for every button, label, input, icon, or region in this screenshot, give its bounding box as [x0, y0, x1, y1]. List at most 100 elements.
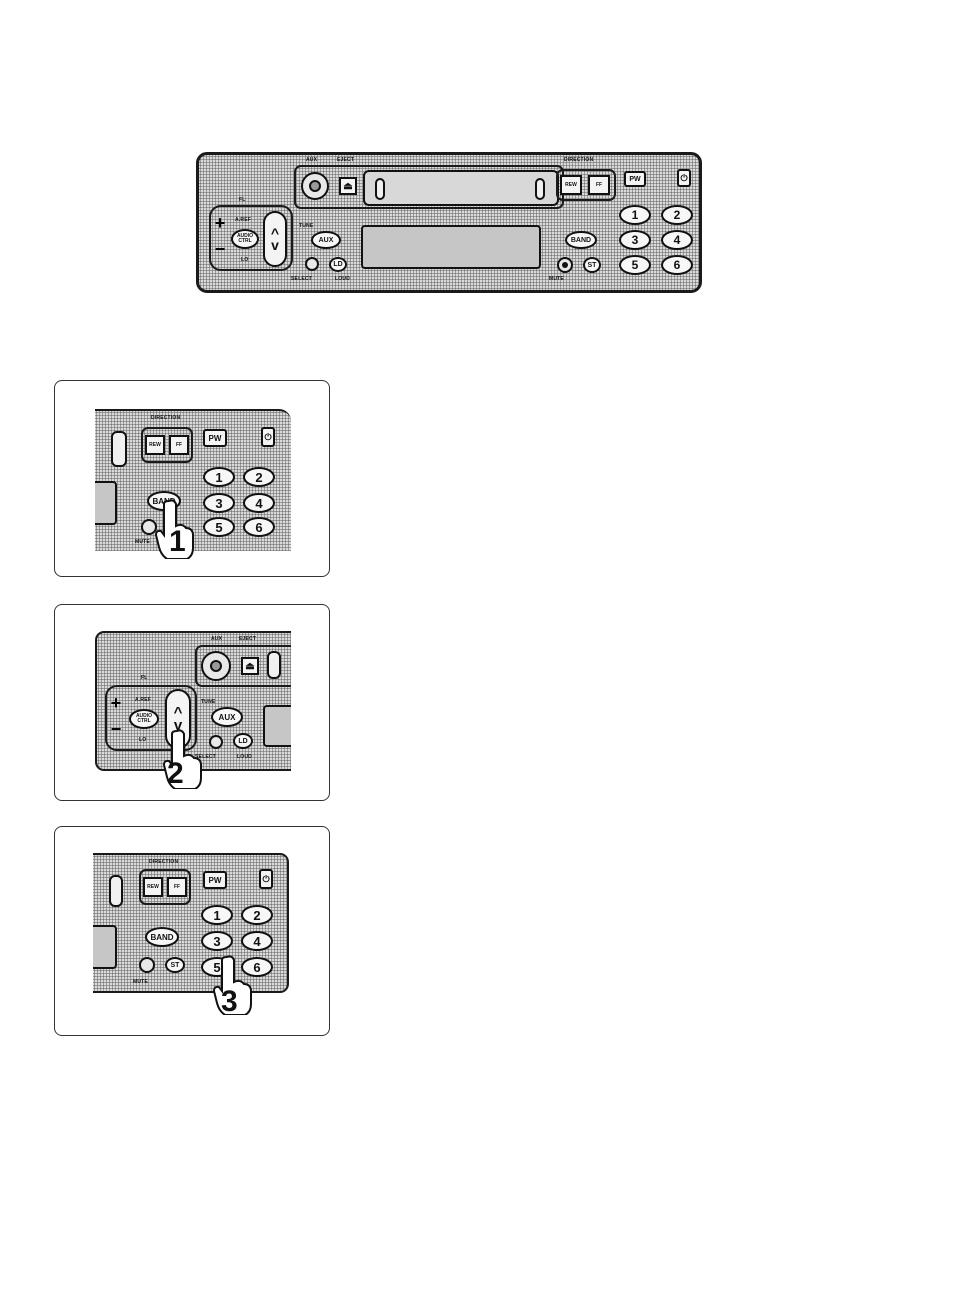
volume-down-button[interactable]: − [213, 239, 227, 265]
step-3-panel-detail: DIRECTION REW FF PW ⏻ BAND ST MUTE 1 2 3… [93, 853, 289, 993]
direction-buttons: REW FF [556, 169, 616, 201]
select-label: SELECT [291, 276, 312, 282]
tune-seek-button[interactable]: ^ v [263, 211, 287, 267]
rewind-button[interactable]: REW [145, 435, 165, 455]
preset-3-button[interactable]: 3 [201, 931, 233, 951]
eject-icon: ⏏ [343, 181, 352, 192]
cassette-spindle-left [375, 178, 385, 200]
pw-button[interactable]: PW [203, 429, 227, 447]
select-button[interactable] [209, 735, 223, 749]
preset-6-button[interactable]: 6 [243, 517, 275, 537]
release-button[interactable]: ⏻ [259, 869, 273, 889]
step-number: 3 [221, 987, 238, 1017]
cassette-door [363, 170, 559, 206]
aux-label: AUX [211, 636, 222, 642]
loud-label: LOUD [335, 276, 350, 282]
direction-label: DIRECTION [149, 859, 178, 865]
direction-buttons: REW FF [141, 427, 193, 463]
preset-5-button[interactable]: 5 [203, 517, 235, 537]
step-number: 1 [169, 527, 186, 557]
fast-forward-button[interactable]: FF [588, 175, 610, 195]
preset-1-button[interactable]: 1 [201, 905, 233, 925]
display-window [263, 705, 291, 747]
preset-3-button[interactable]: 3 [619, 230, 651, 250]
fader-l-label: LO [139, 737, 146, 743]
eject-button[interactable]: ⏏ [339, 177, 357, 195]
power-release-icon: ⏻ [262, 874, 269, 885]
preset-4-button[interactable]: 4 [243, 493, 275, 513]
volume-down-button[interactable]: − [109, 719, 123, 743]
aux-jack[interactable] [201, 651, 231, 681]
display-window [93, 925, 117, 969]
release-button[interactable]: ⏻ [261, 427, 275, 447]
preset-2-button[interactable]: 2 [243, 467, 275, 487]
cassette-spindle [267, 651, 281, 679]
preset-1-button[interactable]: 1 [203, 467, 235, 487]
mute-label: MUTE [133, 979, 148, 985]
volume-up-button[interactable]: + [109, 693, 123, 717]
release-button[interactable]: ⏻ [677, 169, 691, 187]
preset-2-button[interactable]: 2 [661, 205, 693, 225]
band-button[interactable]: BAND [145, 927, 179, 947]
aux-label: AUX [306, 157, 317, 163]
preset-1-button[interactable]: 1 [619, 205, 651, 225]
rewind-button[interactable]: REW [143, 877, 163, 897]
tune-label: TUNE [299, 223, 313, 229]
tune-label: TUNE [201, 699, 215, 705]
step-number: 2 [167, 759, 184, 789]
pw-button[interactable]: PW [203, 871, 227, 889]
preset-3-button[interactable]: 3 [203, 493, 235, 513]
fader-l-label: LO [241, 257, 248, 263]
mute-button[interactable] [557, 257, 573, 273]
aux-button[interactable]: AUX [211, 707, 243, 727]
aux-jack[interactable] [301, 172, 329, 200]
preset-5-button[interactable]: 5 [619, 255, 651, 275]
display-window [361, 225, 541, 269]
step-2-card: AUX EJECT ⏏ FL + − A.REF AUDIO CTRL LO ^… [54, 604, 330, 801]
cassette-spindle [109, 875, 123, 907]
eject-label: EJECT [239, 636, 256, 642]
radio-front-panel: AUX EJECT DIRECTION ⏏ REW FF PW ⏻ FL + −… [196, 152, 702, 293]
audio-control-button[interactable]: AUDIO CTRL [231, 229, 259, 249]
preset-6-button[interactable]: 6 [661, 255, 693, 275]
pw-button[interactable]: PW [624, 171, 646, 187]
st-button[interactable]: ST [165, 957, 185, 973]
direction-label: DIRECTION [151, 415, 180, 421]
fader-r-label: A.REF [135, 697, 151, 703]
st-button[interactable]: ST [583, 257, 601, 273]
fader-r-label: A.REF [235, 217, 251, 223]
direction-label: DIRECTION [564, 157, 593, 163]
aux-button[interactable]: AUX [311, 231, 341, 249]
volume-up-button[interactable]: + [213, 213, 227, 239]
preset-4-button[interactable]: 4 [661, 230, 693, 250]
audio-control-button[interactable]: AUDIO CTRL [129, 709, 159, 729]
audio-cluster: + − A.REF AUDIO CTRL LO ^ v [209, 205, 293, 271]
display-window [95, 481, 117, 525]
mute-label: MUTE [135, 539, 150, 545]
tune-down-icon[interactable]: v [271, 239, 279, 251]
cassette-spindle-right [535, 178, 545, 200]
eject-label: EJECT [337, 157, 354, 163]
step-3-card: DIRECTION REW FF PW ⏻ BAND ST MUTE 1 2 3… [54, 826, 330, 1036]
loud-label: LOUD [237, 754, 252, 760]
loud-button[interactable]: LD [329, 257, 347, 272]
preset-2-button[interactable]: 2 [241, 905, 273, 925]
fast-forward-button[interactable]: FF [167, 877, 187, 897]
fast-forward-button[interactable]: FF [169, 435, 189, 455]
power-release-icon: ⏻ [264, 432, 271, 443]
mute-label: MUTE [549, 276, 564, 282]
preset-4-button[interactable]: 4 [241, 931, 273, 951]
select-button[interactable] [305, 257, 319, 271]
fl-label: FL [141, 675, 148, 681]
cassette-spindle [111, 431, 127, 467]
eject-button[interactable]: ⏏ [241, 657, 259, 675]
power-release-icon: ⏻ [680, 173, 687, 184]
eject-icon: ⏏ [245, 661, 254, 672]
loud-button[interactable]: LD [233, 733, 253, 749]
rewind-button[interactable]: REW [560, 175, 582, 195]
band-button[interactable]: BAND [565, 231, 597, 249]
fl-label: FL [239, 197, 246, 203]
step-1-card: DIRECTION REW FF PW ⏻ BAND MUTE 1 2 3 4 … [54, 380, 330, 577]
mute-button[interactable] [139, 957, 155, 973]
direction-buttons: REW FF [139, 869, 191, 905]
